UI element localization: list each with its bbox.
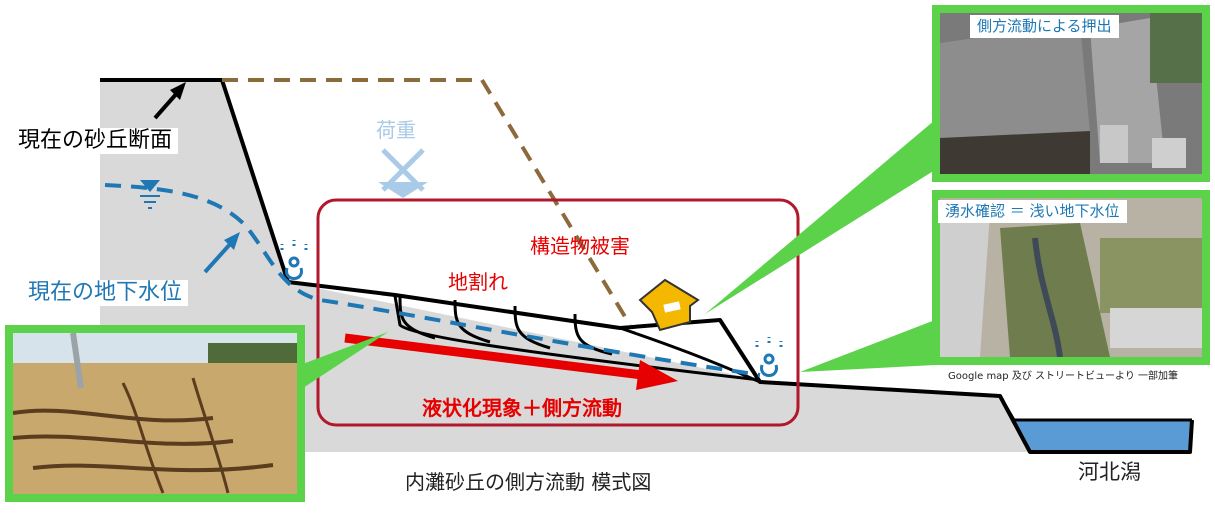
lagoon-water <box>1014 420 1192 452</box>
lagoon-edge <box>998 395 1192 422</box>
crack-block-3 <box>513 305 551 350</box>
crack-blocks <box>393 295 761 384</box>
dune-section-outline <box>100 78 1194 454</box>
crack-block-4 <box>573 313 613 356</box>
callout-wedge-top <box>705 120 935 314</box>
photo-caption-spring-water: 湧水確認 ＝ 浅い地下水位 <box>938 200 1127 223</box>
photo-spring-water: 湧水確認 ＝ 浅い地下水位 <box>932 190 1210 365</box>
former-dune-dashed-line <box>222 78 632 327</box>
house-icon <box>638 278 700 332</box>
liquefaction-lateral-flow-label: 液状化現象＋側方流動 <box>422 396 622 420</box>
diagram-title: 内灘砂丘の側方流動 模式図 <box>405 470 652 494</box>
source-note: Google map 及び ストリートビューより 一部加筆 <box>948 371 1178 382</box>
spring-icon <box>280 240 308 280</box>
current-dune-section-label: 現在の砂丘断面 <box>12 128 179 154</box>
callout-wedge-mid <box>800 320 935 372</box>
affected-zone-frame <box>316 198 800 427</box>
groundwater-line <box>104 183 761 377</box>
lagoon-label: 河北潟 <box>1078 460 1141 484</box>
toe-bulge <box>619 326 761 384</box>
water-table-icon <box>140 180 160 209</box>
ground-cracks-image <box>13 333 297 494</box>
spring-water-image <box>940 198 1202 357</box>
photo-lateral-push: 側方流動による押出 <box>932 5 1210 182</box>
ground-crack-label: 地割れ <box>448 270 508 294</box>
lateral-push-image <box>940 13 1202 174</box>
callout-wedge-left <box>300 332 388 390</box>
current-groundwater-label: 現在の地下水位 <box>22 280 189 306</box>
photo-caption-lateral-push: 側方流動による押出 <box>970 15 1119 38</box>
spring-icon-right <box>755 337 783 377</box>
pointer-arrows <box>153 82 240 274</box>
lateral-flow-arrow <box>344 333 678 390</box>
load-arrow-icon <box>378 148 428 198</box>
load-label: 荷重 <box>376 118 416 142</box>
structure-damage-label: 構造物被害 <box>530 234 630 258</box>
slide-plane <box>393 295 761 382</box>
photo-ground-cracks <box>5 325 305 502</box>
